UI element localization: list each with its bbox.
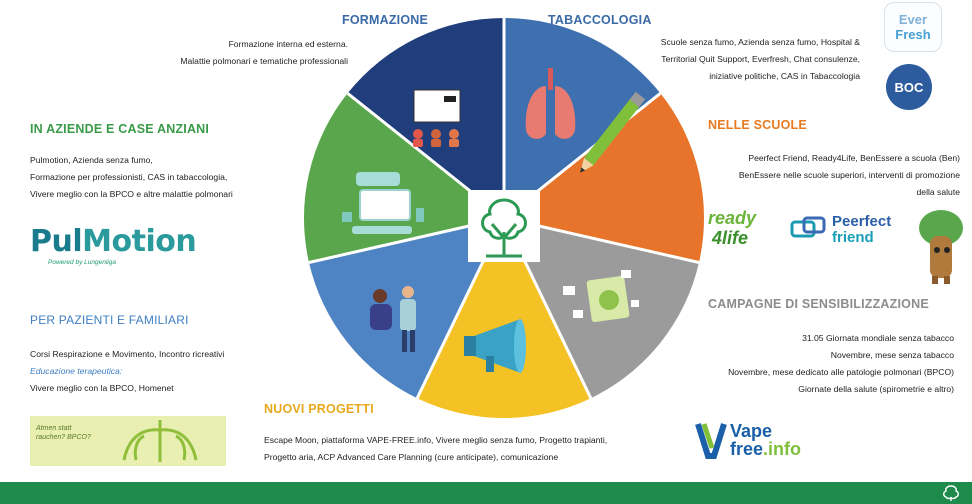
vape-text-2: free [730, 439, 764, 459]
doctor-patient-icon [370, 286, 416, 352]
wheel-diagram [303, 17, 705, 419]
formazione-text: Formazione interna ed esterna. Malattie … [130, 36, 348, 70]
lungs-tree-icon [122, 420, 198, 462]
vape-text-1: Vape [730, 421, 773, 441]
footer-bar [0, 482, 972, 504]
formazione-line-1: Formazione interna ed esterna. [228, 39, 348, 49]
segment-tabaccologia[interactable] [504, 17, 661, 218]
scuole-line-2: BenEssere nelle scuole superiori, interv… [738, 170, 960, 180]
flyers-icon [563, 270, 639, 323]
pulmotion-logo[interactable]: PulMotion Powered by Lungenliga [30, 224, 197, 266]
segment-nuovi[interactable] [417, 218, 591, 419]
ready-text-2: 4life [712, 228, 749, 248]
pulmotion-text-a: Pul [30, 224, 83, 259]
segment-scuole[interactable] [504, 93, 705, 263]
formazione-heading: FORMAZIONE [342, 13, 429, 27]
tabaccologia-line-3: iniziative politiche, CAS in Tabaccologi… [709, 71, 860, 81]
everfresh-logo[interactable]: Ever Fresh [884, 2, 942, 52]
campagne-line-4: Giornate della salute (spirometrie e alt… [798, 384, 954, 394]
campagne-line-1: 31.05 Giornata mondiale senza tabacco [802, 333, 954, 343]
aziende-line-3: Vivere meglio con la BPCO e altre malatt… [30, 189, 233, 199]
vape-mark-icon [695, 423, 727, 459]
segment-aziende[interactable] [303, 93, 504, 263]
pencil-icon [580, 91, 646, 173]
scuole-line-1: Peerfect Friend, Ready4Life, BenEssere a… [748, 153, 960, 163]
campagne-heading: CAMPAGNE DI SENSIBILIZZAZIONE [708, 297, 929, 311]
campagne-line-2: Novembre, mese senza tabacco [830, 350, 954, 360]
tree-icon [481, 198, 527, 258]
campagne-text: 31.05 Giornata mondiale senza tabacco No… [676, 330, 954, 398]
pazienti-line-1: Corsi Respirazione e Movimento, Incontro… [30, 349, 225, 359]
aziende-text: Pulmotion, Azienda senza fumo, Formazion… [30, 152, 280, 203]
lungs-banner[interactable]: Atmen statt rauchen? BPCO? [30, 416, 226, 466]
nuovi-text: Escape Moon, piattaforma VAPE-FREE.info,… [264, 432, 684, 466]
boc-text: BOC [894, 79, 924, 95]
tree-outline-icon [943, 485, 959, 501]
peerfect-text-2: friend [832, 229, 874, 246]
aziende-line-2: Formazione per professionisti, CAS in ta… [30, 172, 228, 182]
scuole-heading: NELLE SCUOLE [708, 118, 807, 132]
presentation-icon [413, 89, 461, 147]
campagne-line-3: Novembre, mese dedicato alle patologie p… [728, 367, 954, 377]
nuovi-heading: NUOVI PROGETTI [264, 402, 374, 416]
scuole-text: Peerfect Friend, Ready4Life, BenEssere a… [676, 150, 960, 201]
workstation-icon [342, 172, 424, 234]
aziende-heading: IN AZIENDE E CASE ANZIANI [30, 122, 210, 136]
banner-text: Atmen statt rauchen? BPCO? [36, 425, 91, 441]
everfresh-text-2: Fresh [895, 27, 931, 42]
peerfect-text-1: Peerfect [832, 213, 892, 230]
megaphone-icon [464, 319, 526, 373]
nuovi-line-1: Escape Moon, piattaforma VAPE-FREE.info,… [264, 435, 608, 445]
vapefree-logo[interactable]: Vape free.info [694, 420, 801, 460]
formazione-line-2: Malattie polmonari e tematiche professio… [180, 56, 348, 66]
boc-logo[interactable]: BOC [886, 64, 932, 110]
tree-mascot-icon [919, 210, 963, 284]
vape-text-3: .info [763, 439, 802, 459]
pazienti-line-3: Vivere meglio con la BPCO, Homenet [30, 383, 174, 393]
pazienti-line-2: Educazione terapeutica: [30, 366, 123, 376]
tabaccologia-text: Scuole senza fumo, Azienda senza fumo, H… [610, 34, 860, 85]
tabaccologia-line-1: Scuole senza fumo, Azienda senza fumo, H… [660, 37, 860, 47]
pazienti-heading: PER PAZIENTI E FAMILIARI [30, 313, 189, 327]
aziende-line-1: Pulmotion, Azienda senza fumo, [30, 155, 153, 165]
ready4life-logo[interactable]: ready 4life [708, 208, 774, 248]
peerfect-logo[interactable]: Peerfect friend [790, 214, 891, 246]
tabaccologia-heading: TABACCOLOGIA [548, 13, 652, 27]
ready-text-1: ready [708, 208, 757, 228]
scuole-line-3: della salute [916, 187, 960, 197]
tabaccologia-line-2: Territorial Quit Support, Everfresh, Cha… [661, 54, 860, 64]
everfresh-text-1: Ever [898, 12, 928, 27]
chat-bubbles-icon [790, 216, 826, 238]
pulmotion-subtitle: Powered by Lungenliga [48, 259, 116, 266]
pulmotion-text-b: Motion [82, 224, 197, 259]
nuovi-line-2: Progetto aria, ACP Advanced Care Plannin… [264, 452, 559, 462]
lungs-icon [525, 68, 576, 139]
pazienti-text: Corsi Respirazione e Movimento, Incontro… [30, 346, 280, 397]
